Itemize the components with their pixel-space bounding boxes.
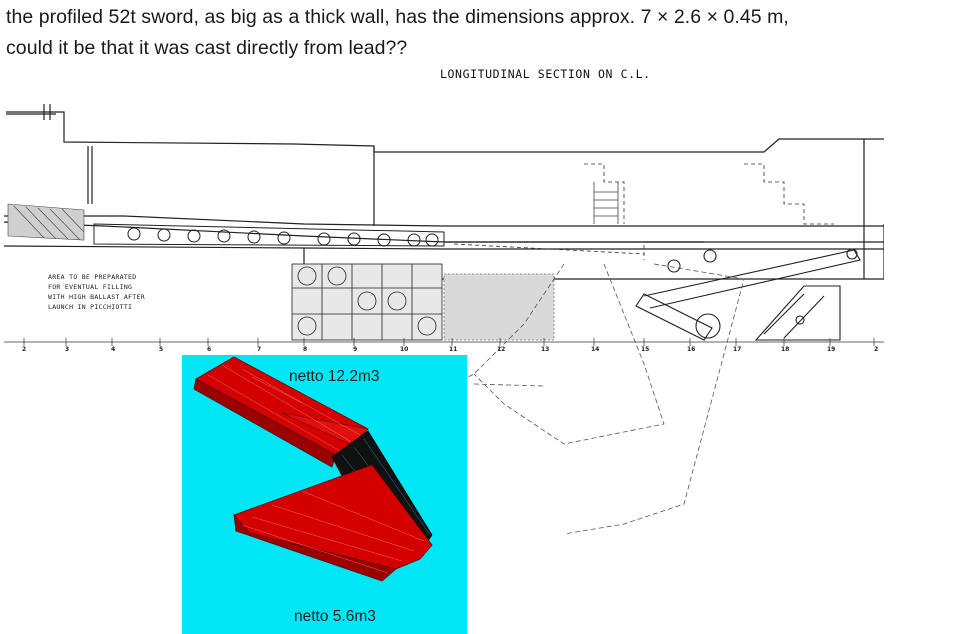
frame-number: 11: [449, 346, 458, 353]
frame-number: 18: [781, 346, 790, 353]
lower-volume-label: netto 5.6m3: [294, 608, 376, 625]
frame-number: 14: [591, 346, 600, 353]
frame-number: 3: [65, 346, 70, 353]
post-text: the profiled 52t sword, as big as a thic…: [6, 2, 966, 64]
frame-number: 19: [827, 346, 836, 353]
frame-number: 16: [687, 346, 696, 353]
drawing-caption: LONGITUDINAL SECTION ON C.L.: [440, 67, 651, 81]
drawing-note-line-4: LAUNCH IN PICCHIOTTI: [48, 303, 133, 311]
drawing-note: AREA TO BE PREPARATED FOR EVENTUAL FILLI…: [48, 272, 145, 312]
keel-drawing-image: LONGITUDINAL SECTION ON C.L. AREA TO BE …: [4, 64, 884, 634]
frame-number-axis: 2 3 4 5 6 7 8 9 10 11 12 13 14 15 16 17 …: [4, 346, 884, 358]
sword-3d-model: [193, 356, 433, 582]
frame-number: 9: [353, 346, 358, 353]
frame-number: 5: [159, 346, 164, 353]
frame-number: 10: [400, 346, 409, 353]
frame-number: 13: [541, 346, 550, 353]
drawing-note-line-2: FOR EVENTUAL FILLING: [48, 283, 133, 291]
post-line-1: the profiled 52t sword, as big as a thic…: [6, 6, 789, 28]
frame-number: 7: [257, 346, 262, 353]
drawing-note-line-1: AREA TO BE PREPARATED: [48, 273, 137, 281]
frame-number: 6: [207, 346, 212, 353]
frame-number: 8: [303, 346, 308, 353]
frame-number: 2: [874, 346, 879, 353]
upper-volume-label: netto 12.2m3: [289, 368, 380, 385]
frame-number: 2: [22, 346, 27, 353]
frame-number: 15: [641, 346, 650, 353]
post-line-2: could it be that it was cast directly fr…: [6, 37, 408, 59]
frame-number: 4: [111, 346, 116, 353]
drawing-note-line-3: WITH HIGH BALLAST AFTER: [48, 293, 145, 301]
sword-model-inset: netto 12.2m3 netto 5.6m3: [182, 355, 467, 634]
frame-number: 17: [733, 346, 742, 353]
frame-number: 12: [497, 346, 506, 353]
